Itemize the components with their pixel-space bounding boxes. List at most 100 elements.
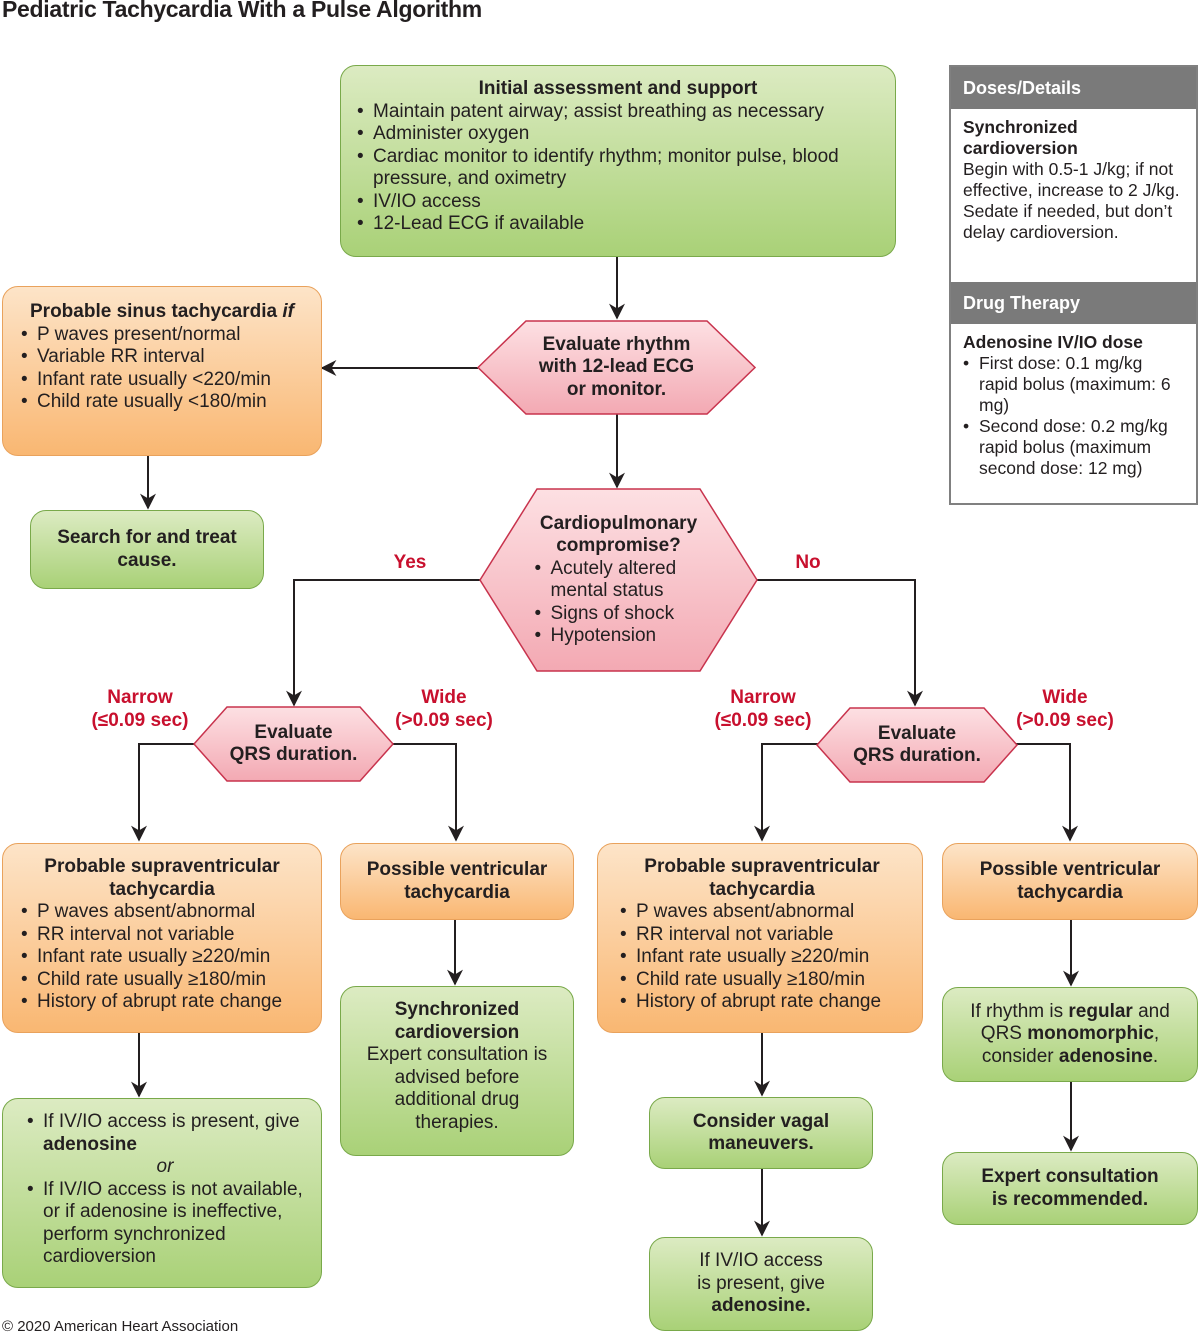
- expert-consultation-box: Expert consultation is recommended.: [942, 1152, 1198, 1225]
- cardioversion-heading: Synchronized cardioversion: [394, 999, 520, 1043]
- monomorphic-bold: monomorphic: [1027, 1023, 1154, 1045]
- adenosine-bold: adenosine: [1058, 1045, 1153, 1067]
- list-item: Child rate usually <180/min: [19, 391, 305, 414]
- expert-text: Expert consultation is recommended.: [981, 1166, 1159, 1210]
- list-item: Infant rate usually ≥220/min: [19, 946, 305, 969]
- search-treat-text: Search for and treat cause.: [57, 527, 237, 571]
- sinus-heading-if: if: [282, 301, 294, 322]
- list-item: P waves absent/abnormal: [19, 901, 305, 924]
- svt-action-list: If IV/IO access is present, give adenosi…: [25, 1111, 305, 1156]
- list-item: Child rate usually ≥180/min: [618, 969, 906, 992]
- hexagon-shape: [815, 707, 1019, 783]
- no-qrs-decision: Evaluate QRS duration.: [815, 707, 1019, 783]
- vagal-maneuvers-box: Consider vagal maneuvers.: [649, 1097, 873, 1169]
- vt-heading: Possible ventricular tachycardia: [979, 859, 1161, 903]
- sinus-criteria-list: P waves present/normal Variable RR inter…: [19, 324, 305, 414]
- yes-vt-action-box: Synchronized cardioversion Expert consul…: [340, 986, 574, 1156]
- yes-narrow-label: Narrow (≤0.09 sec): [70, 686, 210, 732]
- vt-heading: Possible ventricular tachycardia: [366, 859, 548, 903]
- list-item: Administer oxygen: [355, 123, 881, 146]
- list-item: RR interval not variable: [19, 924, 305, 947]
- yes-vt-box: Possible ventricular tachycardia: [340, 843, 574, 920]
- copyright-notice: © 2020 American Heart Association: [2, 1318, 239, 1335]
- arrow-no-wide: [1016, 743, 1078, 842]
- evaluate-rhythm-decision: Evaluate rhythm with 12-lead ECG or moni…: [476, 320, 757, 415]
- initial-assessment-box: Initial assessment and support Maintain …: [340, 65, 896, 257]
- search-treat-box: Search for and treat cause.: [30, 510, 264, 589]
- adenosine-option-text: If IV/IO access is present, give: [43, 1111, 300, 1132]
- no-narrow-label: Narrow (≤0.09 sec): [693, 686, 833, 732]
- compromise-signs-list: Acutely altered mental status Signs of s…: [533, 558, 705, 648]
- hexagon-shape: [192, 706, 395, 782]
- vagal-text: Consider vagal maneuvers.: [692, 1110, 830, 1155]
- sinus-heading-text: Probable sinus tachycardia: [30, 301, 278, 322]
- qrs-line2: QRS duration.: [853, 745, 981, 766]
- arrow-yes-wide: [392, 743, 464, 842]
- wide-range-text: (>0.09 sec): [395, 710, 493, 731]
- qrs-line1: Evaluate: [254, 721, 333, 743]
- adenosine-dose-heading: Adenosine IV/IO dose: [963, 332, 1143, 352]
- text-part: .: [1152, 1045, 1159, 1067]
- hexagon-shape: [476, 320, 757, 415]
- no-svt-adenosine-box: If IV/IO access is present, give adenosi…: [649, 1237, 873, 1331]
- adenosine-dose-list: First dose: 0.1 mg/kg rapid bolus (maxim…: [963, 353, 1184, 479]
- no-svt-box: Probable supraventricular tachycardia P …: [597, 843, 923, 1033]
- svt-action-list-2: If IV/IO access is not available, or if …: [25, 1179, 305, 1269]
- cardioversion-dose-section: Synchronized cardioversion Begin with 0.…: [951, 109, 1196, 282]
- cardiopulmonary-compromise-decision: Cardiopulmonary compromise? Acutely alte…: [479, 488, 758, 672]
- initial-assessment-list: Maintain patent airway; assist breathing…: [355, 101, 881, 236]
- adenosine-text: If IV/IO access is present, give adenosi…: [690, 1250, 832, 1318]
- adenosine-bold: adenosine: [43, 1133, 137, 1155]
- drug-therapy-header: Drug Therapy: [951, 282, 1196, 324]
- cardioversion-dose-text: Begin with 0.5-1 J/kg; if not effective,…: [963, 159, 1180, 242]
- list-item: P waves present/normal: [19, 324, 305, 347]
- sinus-tachycardia-box: Probable sinus tachycardia if P waves pr…: [2, 286, 322, 456]
- adenosine-dose-section: Adenosine IV/IO dose First dose: 0.1 mg/…: [951, 324, 1196, 487]
- no-wide-label: Wide (>0.09 sec): [995, 686, 1135, 732]
- no-vt-action-box: If rhythm is regular and QRS monomorphic…: [942, 987, 1198, 1082]
- cardioversion-body: Expert consultation is advised before ad…: [366, 1044, 548, 1133]
- arrow-yes-narrow: [131, 743, 195, 842]
- text-part: and QRS: [980, 1000, 1170, 1045]
- list-item: First dose: 0.1 mg/kg rapid bolus (maxim…: [963, 353, 1184, 416]
- list-item: IV/IO access: [355, 191, 881, 214]
- compromise-heading: Cardiopulmonary compromise?: [539, 512, 698, 557]
- list-item: Variable RR interval: [19, 346, 305, 369]
- qrs-line1: Evaluate: [877, 722, 957, 744]
- qrs-line2: QRS duration.: [229, 744, 358, 765]
- narrow-text: Narrow: [107, 687, 173, 708]
- or-separator: or: [156, 1156, 174, 1177]
- list-item: Child rate usually ≥180/min: [19, 969, 305, 992]
- wide-range-text: (>0.09 sec): [1016, 710, 1114, 731]
- yes-svt-box: Probable supraventricular tachycardia P …: [2, 843, 322, 1033]
- adenosine-consider-text: If rhythm is regular and QRS monomorphic…: [955, 1001, 1185, 1069]
- svt-criteria-list: P waves absent/abnormal RR interval not …: [618, 901, 906, 1014]
- list-item: Signs of shock: [533, 603, 705, 626]
- list-item: Infant rate usually ≥220/min: [618, 946, 906, 969]
- adenosine-bold: adenosine.: [711, 1295, 811, 1317]
- sinus-tachycardia-heading: Probable sinus tachycardia if: [19, 301, 305, 324]
- page-title: Pediatric Tachycardia With a Pulse Algor…: [2, 0, 482, 22]
- cardioversion-dose-heading: Synchronized cardioversion: [963, 117, 1078, 158]
- list-item: If IV/IO access is present, give adenosi…: [25, 1111, 305, 1156]
- list-item: RR interval not variable: [618, 924, 906, 947]
- svt-heading: Probable supraventricular tachycardia: [44, 856, 280, 900]
- list-item: Cardiac monitor to identify rhythm; moni…: [355, 146, 881, 191]
- doses-details-panel: Doses/Details Synchronized cardioversion…: [949, 65, 1198, 505]
- list-item: Maintain patent airway; assist breathing…: [355, 101, 881, 124]
- list-item: Hypotension: [533, 625, 705, 648]
- initial-assessment-heading: Initial assessment and support: [478, 78, 758, 99]
- no-label: No: [795, 552, 821, 573]
- text-part: If rhythm is: [970, 1000, 1069, 1022]
- no-vt-box: Possible ventricular tachycardia: [942, 843, 1198, 920]
- narrow-range-text: (≤0.09 sec): [714, 710, 812, 731]
- narrow-range-text: (≤0.09 sec): [91, 710, 189, 731]
- list-item: Acutely altered mental status: [533, 558, 705, 603]
- evaluate-rhythm-text: Evaluate rhythm with 12-lead ECG or moni…: [538, 333, 695, 400]
- yes-wide-label: Wide (>0.09 sec): [374, 686, 514, 732]
- adenosine-pre: If IV/IO access is present, give: [697, 1250, 825, 1294]
- yes-qrs-decision: Evaluate QRS duration.: [192, 706, 395, 782]
- list-item: If IV/IO access is not available, or if …: [25, 1179, 305, 1269]
- yes-svt-action-box: If IV/IO access is present, give adenosi…: [2, 1098, 322, 1288]
- regular-bold: regular: [1068, 1000, 1133, 1022]
